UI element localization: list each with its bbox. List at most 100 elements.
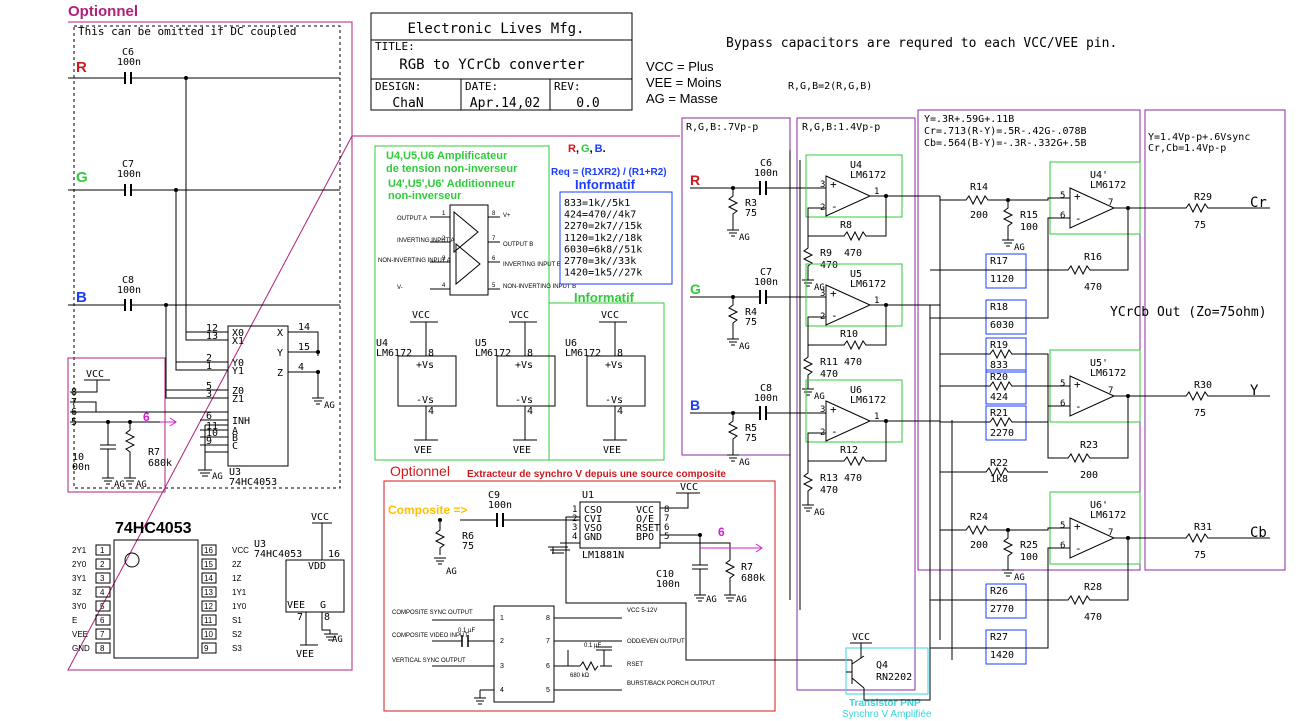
- design-value: ChaN: [392, 96, 423, 111]
- adder-in-ref: R20: [990, 372, 1008, 383]
- pkg-right-name: S1: [232, 616, 242, 625]
- mux-left-pin-num: 10: [206, 428, 218, 439]
- mux-ground-label: AG: [324, 401, 335, 411]
- lm1881-left-name: CSO: [584, 505, 602, 516]
- channel-opamp-part: LM6172: [850, 395, 886, 406]
- channel-ag: AG: [739, 342, 750, 352]
- channel-opamp-ref: U4: [850, 160, 862, 171]
- adder-a-ref: R26: [990, 586, 1008, 597]
- transistor-q4: VCC Q4 RN2202 Transistor PNP Synchro V A…: [842, 390, 932, 720]
- channel-label: G: [690, 281, 701, 297]
- sync-extractor: Optionnel Extracteur de synchro V depuis…: [383, 463, 852, 712]
- adder-b-ref: R18: [990, 302, 1008, 313]
- u3p-g: G: [320, 600, 326, 611]
- mux-left-pin-name: INH: [232, 416, 250, 427]
- supply-ref: U6: [565, 338, 577, 349]
- ic-4053-pin1-dot: [124, 552, 140, 568]
- u3p-part: 74HC4053: [254, 549, 302, 560]
- u3p-vee-bottom: VEE: [296, 649, 314, 660]
- mux-left-pin-name: Z1: [232, 394, 244, 405]
- pkg-left-name: 3Y1: [72, 574, 87, 583]
- cap-c6-value: 100n: [117, 57, 141, 68]
- mux-ag2: AG: [212, 472, 223, 482]
- rev-value: 0.0: [576, 96, 599, 111]
- opt-pin-7: 7: [71, 397, 77, 408]
- adder-a-val: 1120: [990, 274, 1014, 285]
- supply-vs-plus: +Vs: [416, 360, 434, 371]
- q4-part: RN2202: [876, 672, 912, 683]
- channel-cap-val: 100n: [754, 168, 778, 179]
- dc-coupled-note: This can be omitted if DC coupled: [78, 25, 297, 38]
- lm1881-right-name: VCC: [636, 505, 654, 516]
- mux-left-pin-num: 9: [206, 436, 212, 447]
- opt-ag1: AG: [114, 480, 125, 490]
- adder-in-ref: R19: [990, 340, 1008, 351]
- rgb-14-label: R,G,B:1.4Vp-p: [802, 122, 880, 133]
- ycrcb-out-label: YCrCb Out (Zo=75ohm): [1110, 305, 1267, 320]
- lm1881-left-num: 4: [572, 532, 577, 542]
- pkg-cso: COMPOSITE SYNC OUTPUT: [392, 610, 473, 616]
- adder-b-ref: R27: [990, 632, 1008, 643]
- adder-ag: AG: [1014, 243, 1025, 253]
- info-u-amp-1: U4,U5,U6 Amplificateur: [386, 150, 508, 162]
- lm1881-left-name: VSO: [584, 523, 602, 534]
- mux-left-pin-name: Y0: [232, 358, 244, 369]
- mux-left-pin-name: Y1: [232, 366, 244, 377]
- supply-vee: VEE: [414, 445, 432, 456]
- opt-bias-block: VCC 8 7 6 5 10 00n R7 680k AG AG 6: [67, 357, 228, 493]
- pkg-left-name: 2Y1: [72, 546, 87, 555]
- adder-rg-ref: R22: [990, 458, 1008, 469]
- formula-y: Y=.3R+.59G+.11B: [924, 114, 1014, 125]
- pkg-right-num: 9: [204, 644, 209, 653]
- pkg-right-num: 15: [204, 560, 213, 569]
- info-u-add-1: U4',U5',U6' Additionneur: [388, 178, 516, 190]
- pkg-right-name: 1Y0: [232, 602, 247, 611]
- vee-note: VEE = Moins: [646, 75, 722, 90]
- adder-a-ref: R17: [990, 256, 1008, 267]
- pkg-pin-7: 7: [546, 638, 550, 645]
- supply-part: LM6172: [565, 348, 601, 359]
- adder-pin5: 5: [1060, 379, 1065, 389]
- mux-pin-4: 4: [298, 362, 304, 373]
- adder-b-val: 6030: [990, 320, 1014, 331]
- channel-rg-val: 470: [820, 369, 838, 380]
- adder-rfb-ref: R16: [1084, 252, 1102, 263]
- q4-caption-2: Synchro V Amplifiée: [842, 709, 932, 720]
- output-cb-label: Cb: [1250, 525, 1267, 541]
- company-name: Electronic Lives Mfg.: [407, 21, 584, 37]
- supply-pin8: 8: [527, 348, 533, 359]
- channel-rin-val: 75: [745, 208, 757, 219]
- pkg-right-num: 16: [204, 546, 213, 555]
- pkg-pin-8: 8: [546, 615, 550, 622]
- adder-rs-ref: R24: [970, 512, 988, 523]
- adder-in-val: 424: [990, 392, 1008, 403]
- adder-pin6: 6: [1060, 541, 1065, 551]
- cap-c7-ref: C7: [122, 159, 134, 170]
- opt-sync-6: 6: [143, 410, 150, 424]
- optionnel-label-left: Optionnel: [68, 3, 138, 20]
- rgb-gain-note: R,G,B=2(R,G,B): [788, 81, 872, 92]
- adder-rg-ref: R15: [1020, 210, 1038, 221]
- req-formula: Req = (R1XR2) / (R1+R2): [551, 167, 667, 178]
- opamp-minus: -: [831, 309, 838, 322]
- pkg-pin-6: 6: [546, 663, 550, 670]
- opt-pin-8: 8: [71, 387, 77, 398]
- supply-part: LM6172: [475, 348, 511, 359]
- adder-pin5: 5: [1060, 191, 1065, 201]
- channel-rg-ref: R13: [820, 473, 838, 484]
- pin-num-7: 7: [492, 236, 496, 242]
- u3p-ag: AG: [332, 635, 343, 645]
- mux-pin-z: Z: [277, 368, 283, 379]
- adder-b-val: 1420: [990, 650, 1014, 661]
- adder-rfb-val: 470: [1084, 282, 1102, 293]
- req-g: G: [581, 143, 590, 155]
- mux-left-pin-num: 6: [206, 411, 212, 422]
- pkg-left-num: 8: [100, 644, 105, 653]
- adder-rg-val: 100: [1020, 222, 1038, 233]
- out-levels-2: Cr,Cb=1.4Vp-p: [1148, 143, 1226, 154]
- req-row: 424=470//4k7: [564, 210, 636, 221]
- opt-r7-ref: R7: [148, 447, 160, 458]
- opamp-pin1: 1: [874, 412, 879, 422]
